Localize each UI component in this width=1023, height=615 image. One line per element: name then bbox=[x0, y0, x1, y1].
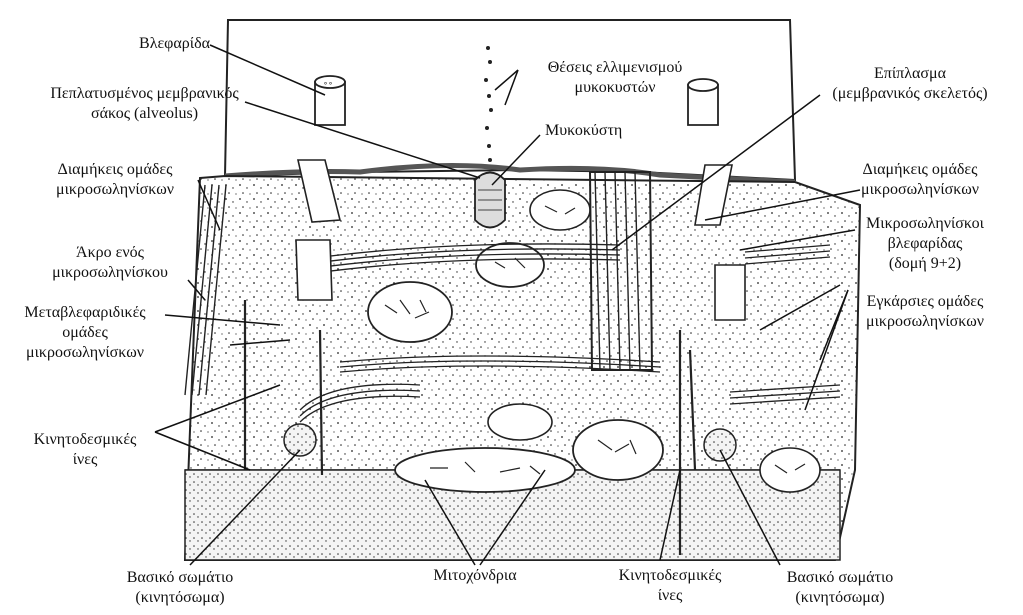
kinetodesmal-fibers bbox=[243, 300, 697, 555]
label-transverse-mt: Εγκάρσιες ομάδες μικροσωληνίσκων bbox=[830, 292, 1020, 332]
label-line: μικροσωληνίσκου bbox=[52, 264, 168, 281]
label-line: Επίπλασμα bbox=[874, 65, 946, 82]
mucocyst bbox=[474, 171, 506, 229]
label-line: (κινητόσωμα) bbox=[795, 589, 885, 606]
mitochondrion bbox=[394, 447, 576, 493]
label-line: μικροσωληνίσκων bbox=[866, 313, 984, 330]
label-line: (μεμβρανικός σκελετός) bbox=[832, 85, 988, 102]
mitochondrion bbox=[487, 403, 553, 441]
mitochondrion bbox=[367, 281, 453, 343]
mitochondrion bbox=[529, 189, 591, 231]
label-line: Βλεφαρίδα bbox=[139, 35, 210, 52]
label-line: Βασικό σωμάτιο bbox=[786, 569, 894, 586]
label-line: Διαμήκεις ομάδες bbox=[862, 161, 978, 178]
label-mucocyst-docking-sites: Θέσεις ελλιμενισμού μυκοκυστών bbox=[515, 58, 715, 98]
transverse-microtubule-bundles bbox=[299, 243, 841, 423]
label-line: (δομή 9+2) bbox=[888, 255, 962, 272]
label-line: μικροσωληνίσκων bbox=[26, 344, 144, 361]
basal-body bbox=[283, 423, 737, 462]
mitochondria-group bbox=[367, 189, 821, 493]
label-line: ίνες bbox=[72, 451, 98, 468]
label-cilium: Βλεφαρίδα bbox=[60, 34, 210, 54]
label-line: Μεταβλεφαριδικές bbox=[24, 304, 146, 321]
label-line: Κινητοδεσμικές bbox=[33, 431, 137, 448]
label-longitudinal-mt-left: Διαμήκεις ομάδες μικροσωληνίσκων bbox=[25, 160, 205, 200]
label-postciliary: Μεταβλεφαριδικές ομάδες μικροσωληνίσκων bbox=[0, 303, 170, 363]
label-longitudinal-mt-right: Διαμήκεις ομάδες μικροσωληνίσκων bbox=[825, 160, 1015, 200]
label-mitochondria: Μιτοχόνδρια bbox=[390, 566, 560, 586]
label-line: Θέσεις ελλιμενισμού bbox=[547, 59, 683, 76]
label-mucocyst: Μυκοκύστη bbox=[545, 121, 685, 141]
label-line: (κινητόσωμα) bbox=[135, 589, 225, 606]
label-kinetodesmal-fibers-left: Κινητοδεσμικές ίνες bbox=[0, 430, 170, 470]
label-line: Εγκάρσιες ομάδες bbox=[866, 293, 984, 310]
label-line: Διαμήκεις ομάδες bbox=[57, 161, 173, 178]
label-line: Άκρο ενός bbox=[76, 244, 144, 261]
label-alveolus: Πεπλατυσμένος μεμβρανικός σάκος (alveolu… bbox=[12, 84, 277, 124]
label-line: μικροσωληνίσκων bbox=[861, 181, 979, 198]
cilium bbox=[687, 78, 719, 126]
label-line: ίνες bbox=[657, 587, 683, 604]
mitochondrion bbox=[759, 447, 821, 493]
label-line: σάκος (alveolus) bbox=[90, 105, 199, 122]
cilium: ∘∘ bbox=[314, 75, 346, 126]
label-line: Βασικό σωμάτιο bbox=[126, 569, 234, 586]
label-basal-body-left: Βασικό σωμάτιο (κινητόσωμα) bbox=[95, 568, 265, 608]
svg-text:∘∘: ∘∘ bbox=[323, 79, 333, 88]
label-line: μυκοκυστών bbox=[574, 79, 656, 96]
label-line: Μιτοχόνδρια bbox=[433, 567, 517, 584]
label-line: βλεφαρίδας bbox=[887, 235, 963, 252]
mucocyst-docking-sites bbox=[484, 46, 493, 162]
longitudinal-microtubule-bundles bbox=[184, 171, 641, 396]
label-line: ομάδες bbox=[62, 324, 108, 341]
label-line: Μυκοκύστη bbox=[545, 122, 623, 139]
label-line: Πεπλατυσμένος μεμβρανικός bbox=[50, 85, 239, 102]
leader-lines bbox=[154, 44, 861, 566]
label-epiplasm: Επίπλασμα (μεμβρανικός σκελετός) bbox=[810, 64, 1010, 104]
label-microtubule-tip: Άκρο ενός μικροσωληνίσκου bbox=[20, 243, 200, 283]
label-line: Μικροσωληνίσκοι bbox=[866, 215, 984, 232]
label-cilia-microtubules: Μικροσωληνίσκοι βλεφαρίδας (δομή 9+2) bbox=[840, 214, 1010, 274]
ciliary-shafts bbox=[295, 159, 746, 321]
epiplasm-band bbox=[588, 171, 654, 371]
label-basal-body-right: Βασικό σωμάτιο (κινητόσωμα) bbox=[755, 568, 925, 608]
label-kinetodesmal-fibers-right: Κινητοδεσμικές ίνες bbox=[590, 566, 750, 606]
label-line: Κινητοδεσμικές bbox=[618, 567, 722, 584]
label-line: μικροσωληνίσκων bbox=[56, 181, 174, 198]
